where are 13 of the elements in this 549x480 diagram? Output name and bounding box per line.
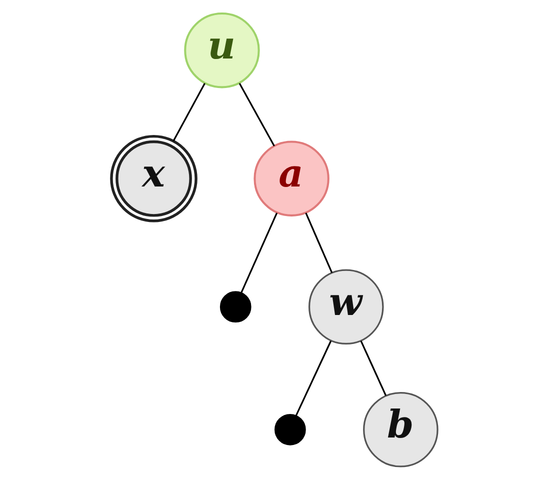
node-circle: w [308,269,384,344]
node-circle: a [254,140,330,216]
connector [360,340,387,396]
node-circle [274,414,306,446]
node-circle: u [184,12,260,88]
connector [240,212,278,294]
connector [172,83,206,142]
node-circle: b [363,392,438,468]
connector [295,340,332,416]
node-circle: x [110,134,198,222]
connector [305,212,333,274]
node-circle [220,291,252,323]
connector [238,83,275,146]
